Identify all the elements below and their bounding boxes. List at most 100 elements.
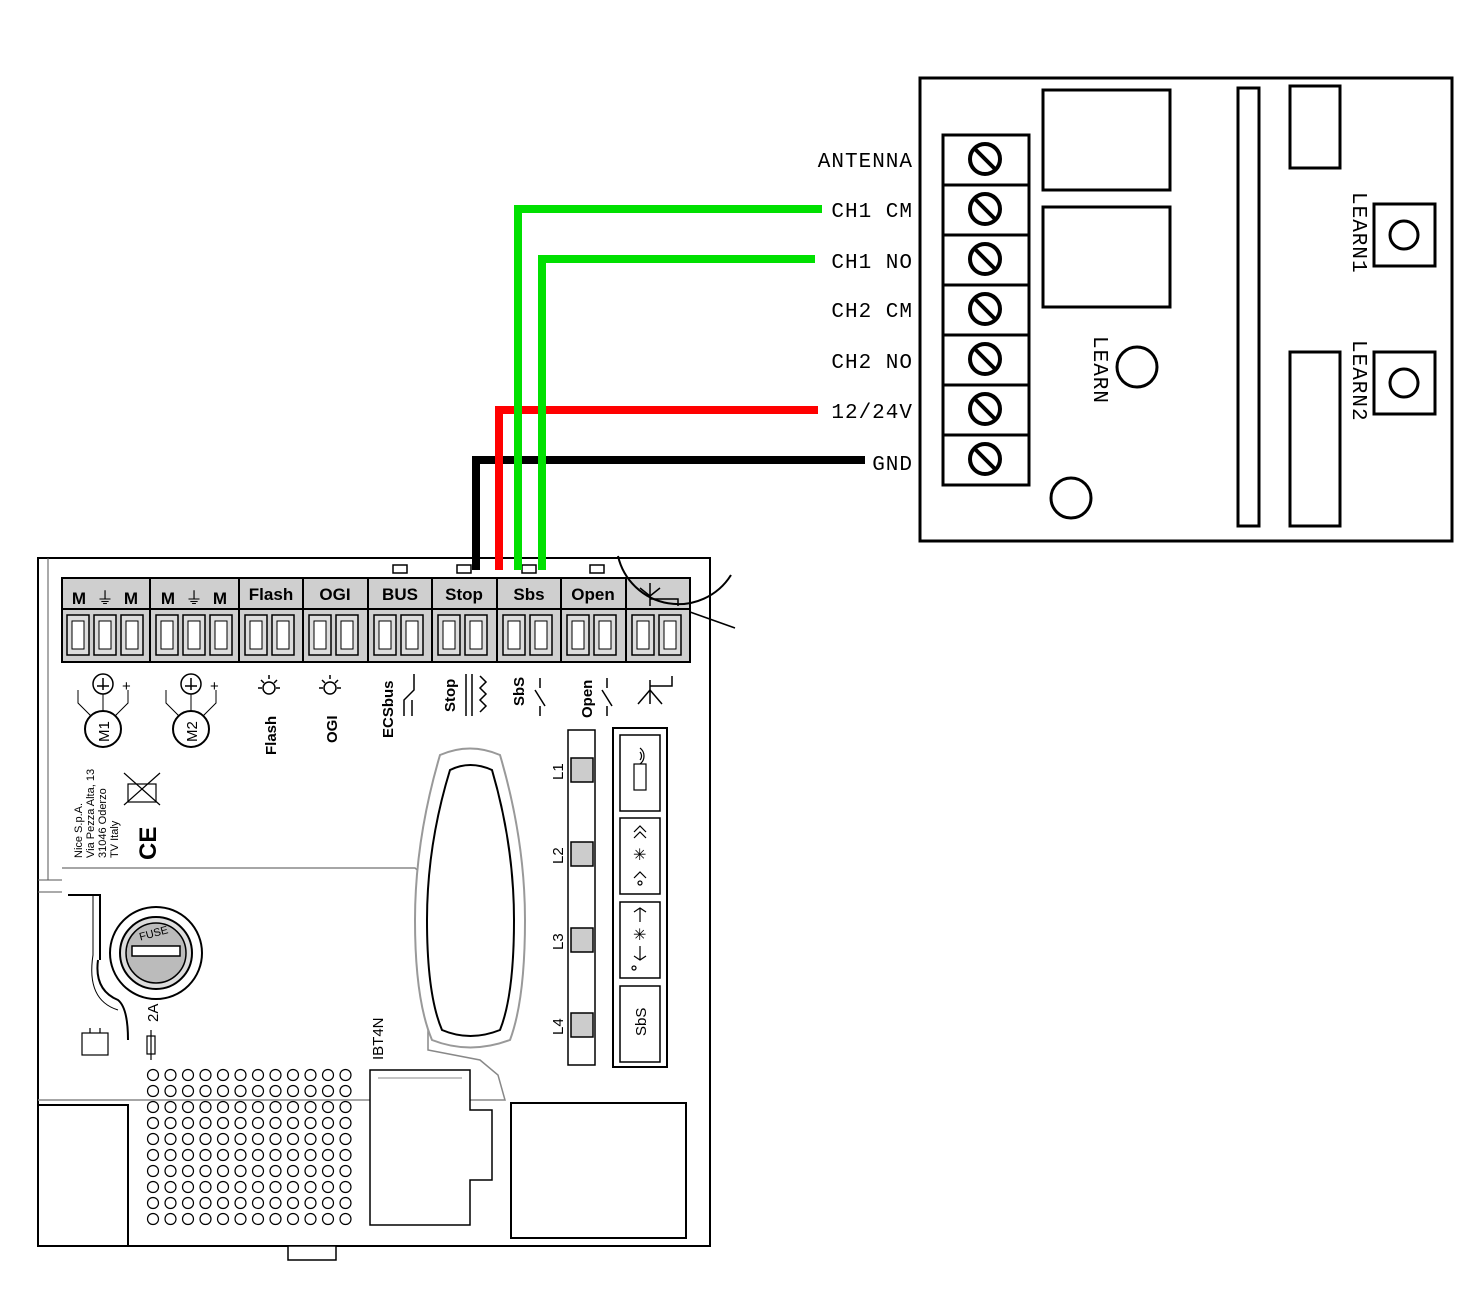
vent-hole: [339, 1212, 352, 1226]
ecsbus-icon: [403, 674, 415, 716]
vent-hole: [146, 1148, 160, 1162]
vent-hole: [181, 1212, 195, 1226]
vent-hole: [321, 1132, 335, 1146]
screw-icon: [968, 292, 1002, 326]
maker-name: Nice S.p.A.: [73, 803, 85, 858]
vent-hole: [251, 1084, 265, 1098]
receiver-board: ANTENNA CH1 CM CH1 NO CH2 CM CH2 NO 12/2…: [818, 76, 1454, 543]
vent-hole: [304, 1084, 317, 1098]
vent-hole: [146, 1196, 160, 1210]
vent-hole: [304, 1212, 317, 1226]
vent-hole: [216, 1196, 230, 1210]
vent-hole: [164, 1212, 177, 1226]
header-ogi: OGI: [319, 585, 350, 604]
vent-hole: [234, 1180, 247, 1194]
sbs-button-label: SbS: [633, 1008, 650, 1036]
vent-hole: [321, 1100, 335, 1114]
open-label: Open: [579, 680, 596, 718]
vent-hole: [339, 1196, 352, 1210]
header-bus: BUS: [382, 585, 418, 604]
flash-lamp-icon: [258, 675, 280, 695]
radio-learn-button[interactable]: [619, 734, 661, 812]
vent-hole: [146, 1212, 160, 1226]
vent-hole: [234, 1164, 247, 1178]
vent-hole: [216, 1084, 230, 1098]
led-l2-label: L2: [550, 847, 567, 864]
vent-hole: [146, 1164, 160, 1178]
learn1-label: LEARN1: [1346, 192, 1369, 274]
antenna-strip: [1236, 86, 1261, 528]
sbs-button[interactable]: [619, 985, 661, 1063]
led-indicator: [1049, 476, 1093, 520]
ecsbus-label: ECSbus: [380, 680, 397, 738]
wires: [472, 205, 865, 570]
vent-hole: [181, 1196, 195, 1210]
vent-hole: [269, 1196, 282, 1210]
vent-hole: [216, 1180, 230, 1194]
terminal-label-ch2-cm: CH2 CM: [831, 301, 913, 324]
motor-m2-icon: [165, 673, 217, 748]
vent-hole: [251, 1100, 265, 1114]
open-arrows-icon: [633, 825, 647, 886]
vent-hole: [339, 1100, 352, 1114]
flash-label: Flash: [263, 716, 280, 755]
cycle-sun-icon: ✳: [633, 927, 646, 944]
stop-contact-icon: [465, 674, 488, 716]
cycle-arrows-icon: [631, 907, 647, 971]
radio-icon: [633, 747, 647, 791]
led-l1-label: L1: [550, 763, 567, 780]
vent-hole: [164, 1164, 177, 1178]
stop-label: Stop: [442, 679, 459, 712]
vent-hole: [234, 1212, 247, 1226]
vent-hole: [164, 1196, 177, 1210]
vent-hole: [146, 1116, 160, 1130]
central-button[interactable]: [413, 747, 527, 1049]
vent-hole: [251, 1116, 265, 1130]
terminal-label-power: 12/24V: [831, 402, 913, 425]
vent-hole: [269, 1116, 282, 1130]
vent-hole: [146, 1180, 160, 1194]
header-open: Open: [571, 585, 614, 604]
header-m1-plus: M: [124, 589, 138, 608]
terminal-label-antenna: ANTENNA: [818, 151, 913, 174]
learn-button[interactable]: [1115, 345, 1159, 389]
vent-hole: [199, 1212, 212, 1226]
screw-icon: [968, 142, 1002, 176]
screw-icon: [968, 192, 1002, 226]
vent-hole: [321, 1068, 335, 1082]
vent-hole: [164, 1068, 177, 1082]
vent-hole: [286, 1196, 300, 1210]
relay: [1041, 205, 1172, 309]
header-m2-earth: ⏚: [186, 589, 203, 608]
wire-ch1-no: [538, 255, 815, 570]
header-m1-earth: ⏚: [97, 589, 114, 608]
vent-hole: [321, 1084, 335, 1098]
vent-hole: [181, 1180, 195, 1194]
ce-mark: CE: [135, 827, 162, 860]
controller-board: M ⏚ M M ⏚ M Flash OGI BUS Stop Sbs Open: [37, 555, 736, 1261]
vent-hole: [339, 1132, 352, 1146]
vent-hole: [321, 1212, 335, 1226]
vent-hole: [304, 1180, 317, 1194]
learn1-button[interactable]: [1372, 202, 1437, 268]
weee-bin-icon: [123, 772, 161, 806]
led-l4-label: L4: [550, 1018, 567, 1035]
terminal-label-gnd: GND: [872, 454, 913, 477]
wire-ch1-cm: [514, 205, 822, 570]
vent-hole: [181, 1084, 195, 1098]
vent-hole: [269, 1164, 282, 1178]
vent-hole: [199, 1100, 212, 1114]
terminal-label-ch2-no: CH2 NO: [831, 352, 913, 375]
screw-icon: [968, 242, 1002, 276]
vent-hole: [234, 1068, 247, 1082]
led-l2: [570, 841, 594, 867]
vent-hole: [251, 1212, 265, 1226]
terminal-label-ch1-cm: CH1 CM: [831, 201, 913, 224]
fuse-rating: 2A: [145, 1004, 162, 1022]
vent-hole: [164, 1148, 177, 1162]
vent-hole: [164, 1132, 177, 1146]
learn2-label: LEARN2: [1346, 340, 1369, 422]
header-m1-minus: M: [72, 589, 86, 608]
vent-hole: [321, 1196, 335, 1210]
